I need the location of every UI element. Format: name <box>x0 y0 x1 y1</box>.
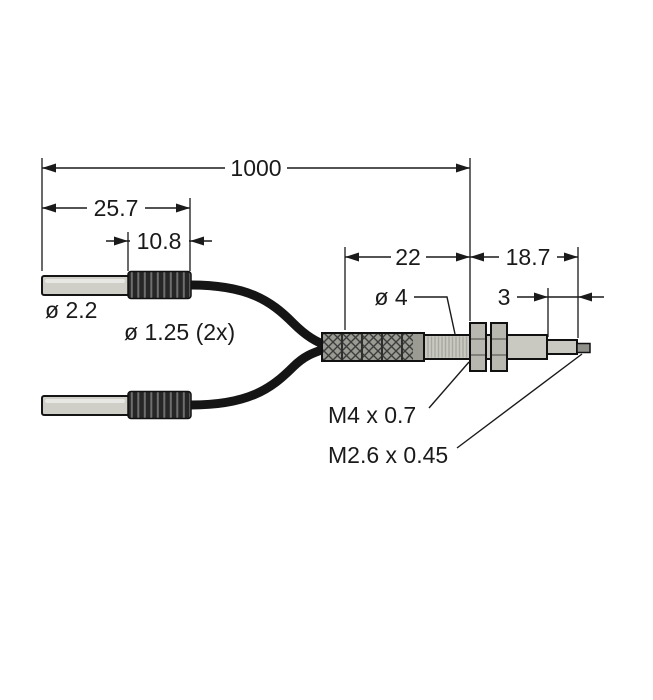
mounting-nuts <box>469 322 508 372</box>
top-knurl-grip <box>127 270 192 300</box>
dimension-overall-length: 1000 <box>42 154 470 181</box>
top-fiber-cable <box>186 280 335 352</box>
nut-1 <box>469 322 487 372</box>
body-diameter-label: ø 4 <box>374 284 407 310</box>
extension-lines <box>41 158 579 338</box>
dimension-knurl-length: 10.8 <box>106 227 212 254</box>
bottom-knurl-grip <box>127 390 192 420</box>
dimension-tip-length: 3 <box>498 284 604 310</box>
tip-length-label: 3 <box>498 284 511 310</box>
body-thread-label: M4 x 0.7 <box>328 402 416 428</box>
body-length-label: 22 <box>395 244 421 270</box>
knurl-length-label: 10.8 <box>137 228 182 254</box>
dimension-ferrule-length: 25.7 <box>42 194 190 221</box>
tip-thread-label: M2.6 x 0.45 <box>328 442 448 468</box>
ferrule-diameter-label: ø 2.2 <box>45 297 97 323</box>
callout-body-diameter: ø 4 <box>374 284 456 335</box>
cable-assembly <box>41 270 591 420</box>
bottom-ferrule <box>41 390 192 420</box>
crimp-sleeve <box>321 332 425 362</box>
overall-length-label: 1000 <box>230 155 281 181</box>
callout-ferrule-diameter: ø 2.2 <box>45 297 97 323</box>
dimension-body-length: 22 <box>345 243 578 270</box>
nut-2 <box>490 322 508 372</box>
tip-section-length-label: 18.7 <box>506 244 551 270</box>
fiber-diameter-label: ø 1.25 (2x) <box>124 319 235 345</box>
callout-fiber-diameter: ø 1.25 (2x) <box>124 319 235 345</box>
callout-tip-thread: M2.6 x 0.45 <box>328 353 583 468</box>
sensing-tip <box>546 339 591 355</box>
dimension-tip-section-length: 18.7 <box>470 243 578 270</box>
ferrule-length-label: 25.7 <box>94 195 139 221</box>
callout-body-thread: M4 x 0.7 <box>328 361 470 428</box>
bottom-fiber-cable <box>186 342 335 410</box>
top-ferrule <box>41 270 192 300</box>
